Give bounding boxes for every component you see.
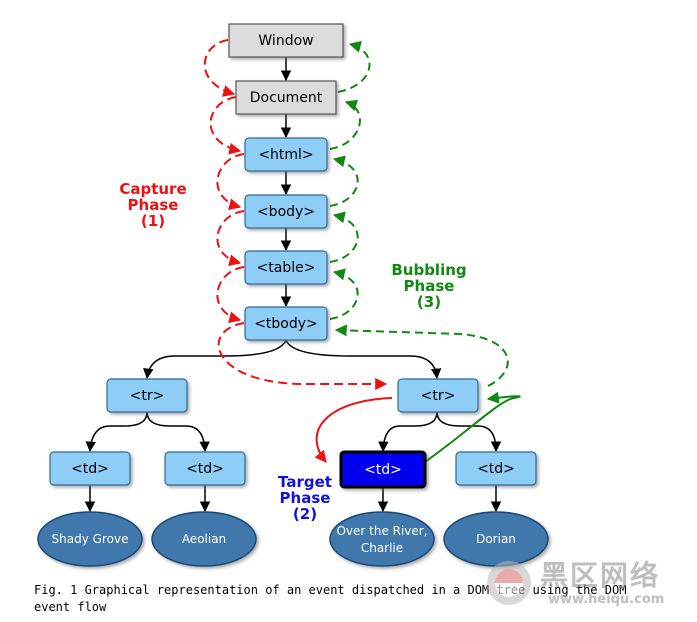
capture-arrow-table-tbody — [216, 266, 245, 324]
leaf-dorian-label: Dorian — [476, 532, 516, 546]
node-table: <table> — [244, 250, 328, 285]
bubbling-arrows — [329, 40, 509, 387]
node-window: Window — [228, 23, 344, 58]
edge-tr-right-td-target — [378, 411, 438, 453]
bubbling-phase-label: Bubbling Phase (3) — [391, 261, 466, 311]
bubbling-arrow-tr-tbody — [334, 324, 509, 387]
leaf-dorian: Dorian — [443, 511, 549, 567]
watermark-url: www.heiqu.com — [548, 592, 665, 607]
node-table-label: <table> — [257, 260, 316, 276]
node-td-4-label: <td> — [477, 461, 515, 477]
edge-tr-left-td-2 — [146, 411, 210, 453]
target-phase-line1: Target — [278, 473, 332, 491]
node-td-1: <td> — [49, 451, 131, 486]
leaf-over-the-river-line1: Over the River, — [336, 524, 427, 538]
capture-phase-line1: Capture — [119, 180, 186, 198]
node-body-label: <body> — [257, 204, 315, 220]
capture-arrow-window-document — [203, 39, 236, 97]
bubbling-arrow-target-tr — [424, 391, 521, 463]
capture-arrow-tr-target — [314, 397, 393, 463]
leaf-shady-grove: Shady Grove — [37, 511, 143, 567]
watermark-logo-icon — [487, 561, 531, 605]
bubbling-arrow-tbody-table — [329, 268, 359, 320]
capture-phase-line3: (1) — [141, 212, 165, 230]
capture-arrow-tbody-tr — [217, 322, 388, 390]
leaf-over-the-river: Over the River, Charlie — [329, 511, 435, 567]
site-watermark: 黑区网络 www.heiqu.com — [478, 552, 693, 614]
edge-tr-right-td-4 — [436, 411, 502, 453]
node-tr-right-label: <tr> — [421, 388, 456, 404]
node-body: <body> — [244, 194, 328, 229]
target-phase-label: Target Phase (2) — [278, 473, 332, 523]
edge-tr-left-td-1 — [85, 411, 148, 453]
node-html: <html> — [244, 137, 328, 172]
watermark-main-text: 黑区网络 — [540, 559, 661, 592]
node-tr-left: <tr> — [106, 378, 188, 413]
bubbling-phase-line3: (3) — [417, 293, 441, 311]
node-td-1-label: <td> — [71, 461, 109, 477]
leaf-aeolian-label: Aeolian — [182, 532, 226, 546]
leaf-over-the-river-line2: Charlie — [361, 541, 403, 555]
bubbling-arrow-document-window — [337, 40, 371, 93]
capture-arrows — [203, 39, 388, 390]
leaf-aeolian: Aeolian — [151, 511, 257, 567]
node-tbody-label: <tbody> — [254, 316, 318, 332]
node-tr-left-label: <tr> — [130, 388, 165, 404]
target-phase-line3: (2) — [293, 505, 317, 523]
node-tbody: <tbody> — [244, 306, 328, 341]
capture-arrow-document-html — [209, 96, 242, 155]
leaf-shady-grove-label: Shady Grove — [52, 532, 129, 546]
node-td-target-label: <td> — [364, 462, 402, 478]
node-td-target: <td> — [339, 450, 427, 489]
node-td-2-label: <td> — [186, 461, 224, 477]
capture-arrow-html-body — [216, 153, 245, 211]
bubbling-phase-line1: Bubbling — [391, 261, 466, 279]
node-td-2: <td> — [164, 451, 246, 486]
capture-arrow-body-table — [216, 210, 245, 267]
target-phase-line2: Phase — [280, 489, 331, 507]
bubbling-arrow-table-body — [329, 211, 359, 263]
node-document-label: Document — [250, 90, 323, 106]
node-window-label: Window — [258, 33, 313, 49]
capture-phase-label: Capture Phase (1) — [119, 180, 186, 230]
edge-tbody-tr-left — [143, 339, 287, 380]
node-html-label: <html> — [258, 147, 313, 163]
node-td-4: <td> — [455, 451, 537, 486]
node-tr-right: <tr> — [397, 378, 479, 413]
bubbling-phase-line2: Phase — [404, 277, 455, 295]
capture-phase-line2: Phase — [128, 196, 179, 214]
node-document: Document — [235, 80, 337, 115]
edge-tbody-tr-right — [285, 339, 442, 380]
bubbling-arrow-body-html — [329, 155, 359, 207]
tree-edges — [84, 57, 502, 513]
